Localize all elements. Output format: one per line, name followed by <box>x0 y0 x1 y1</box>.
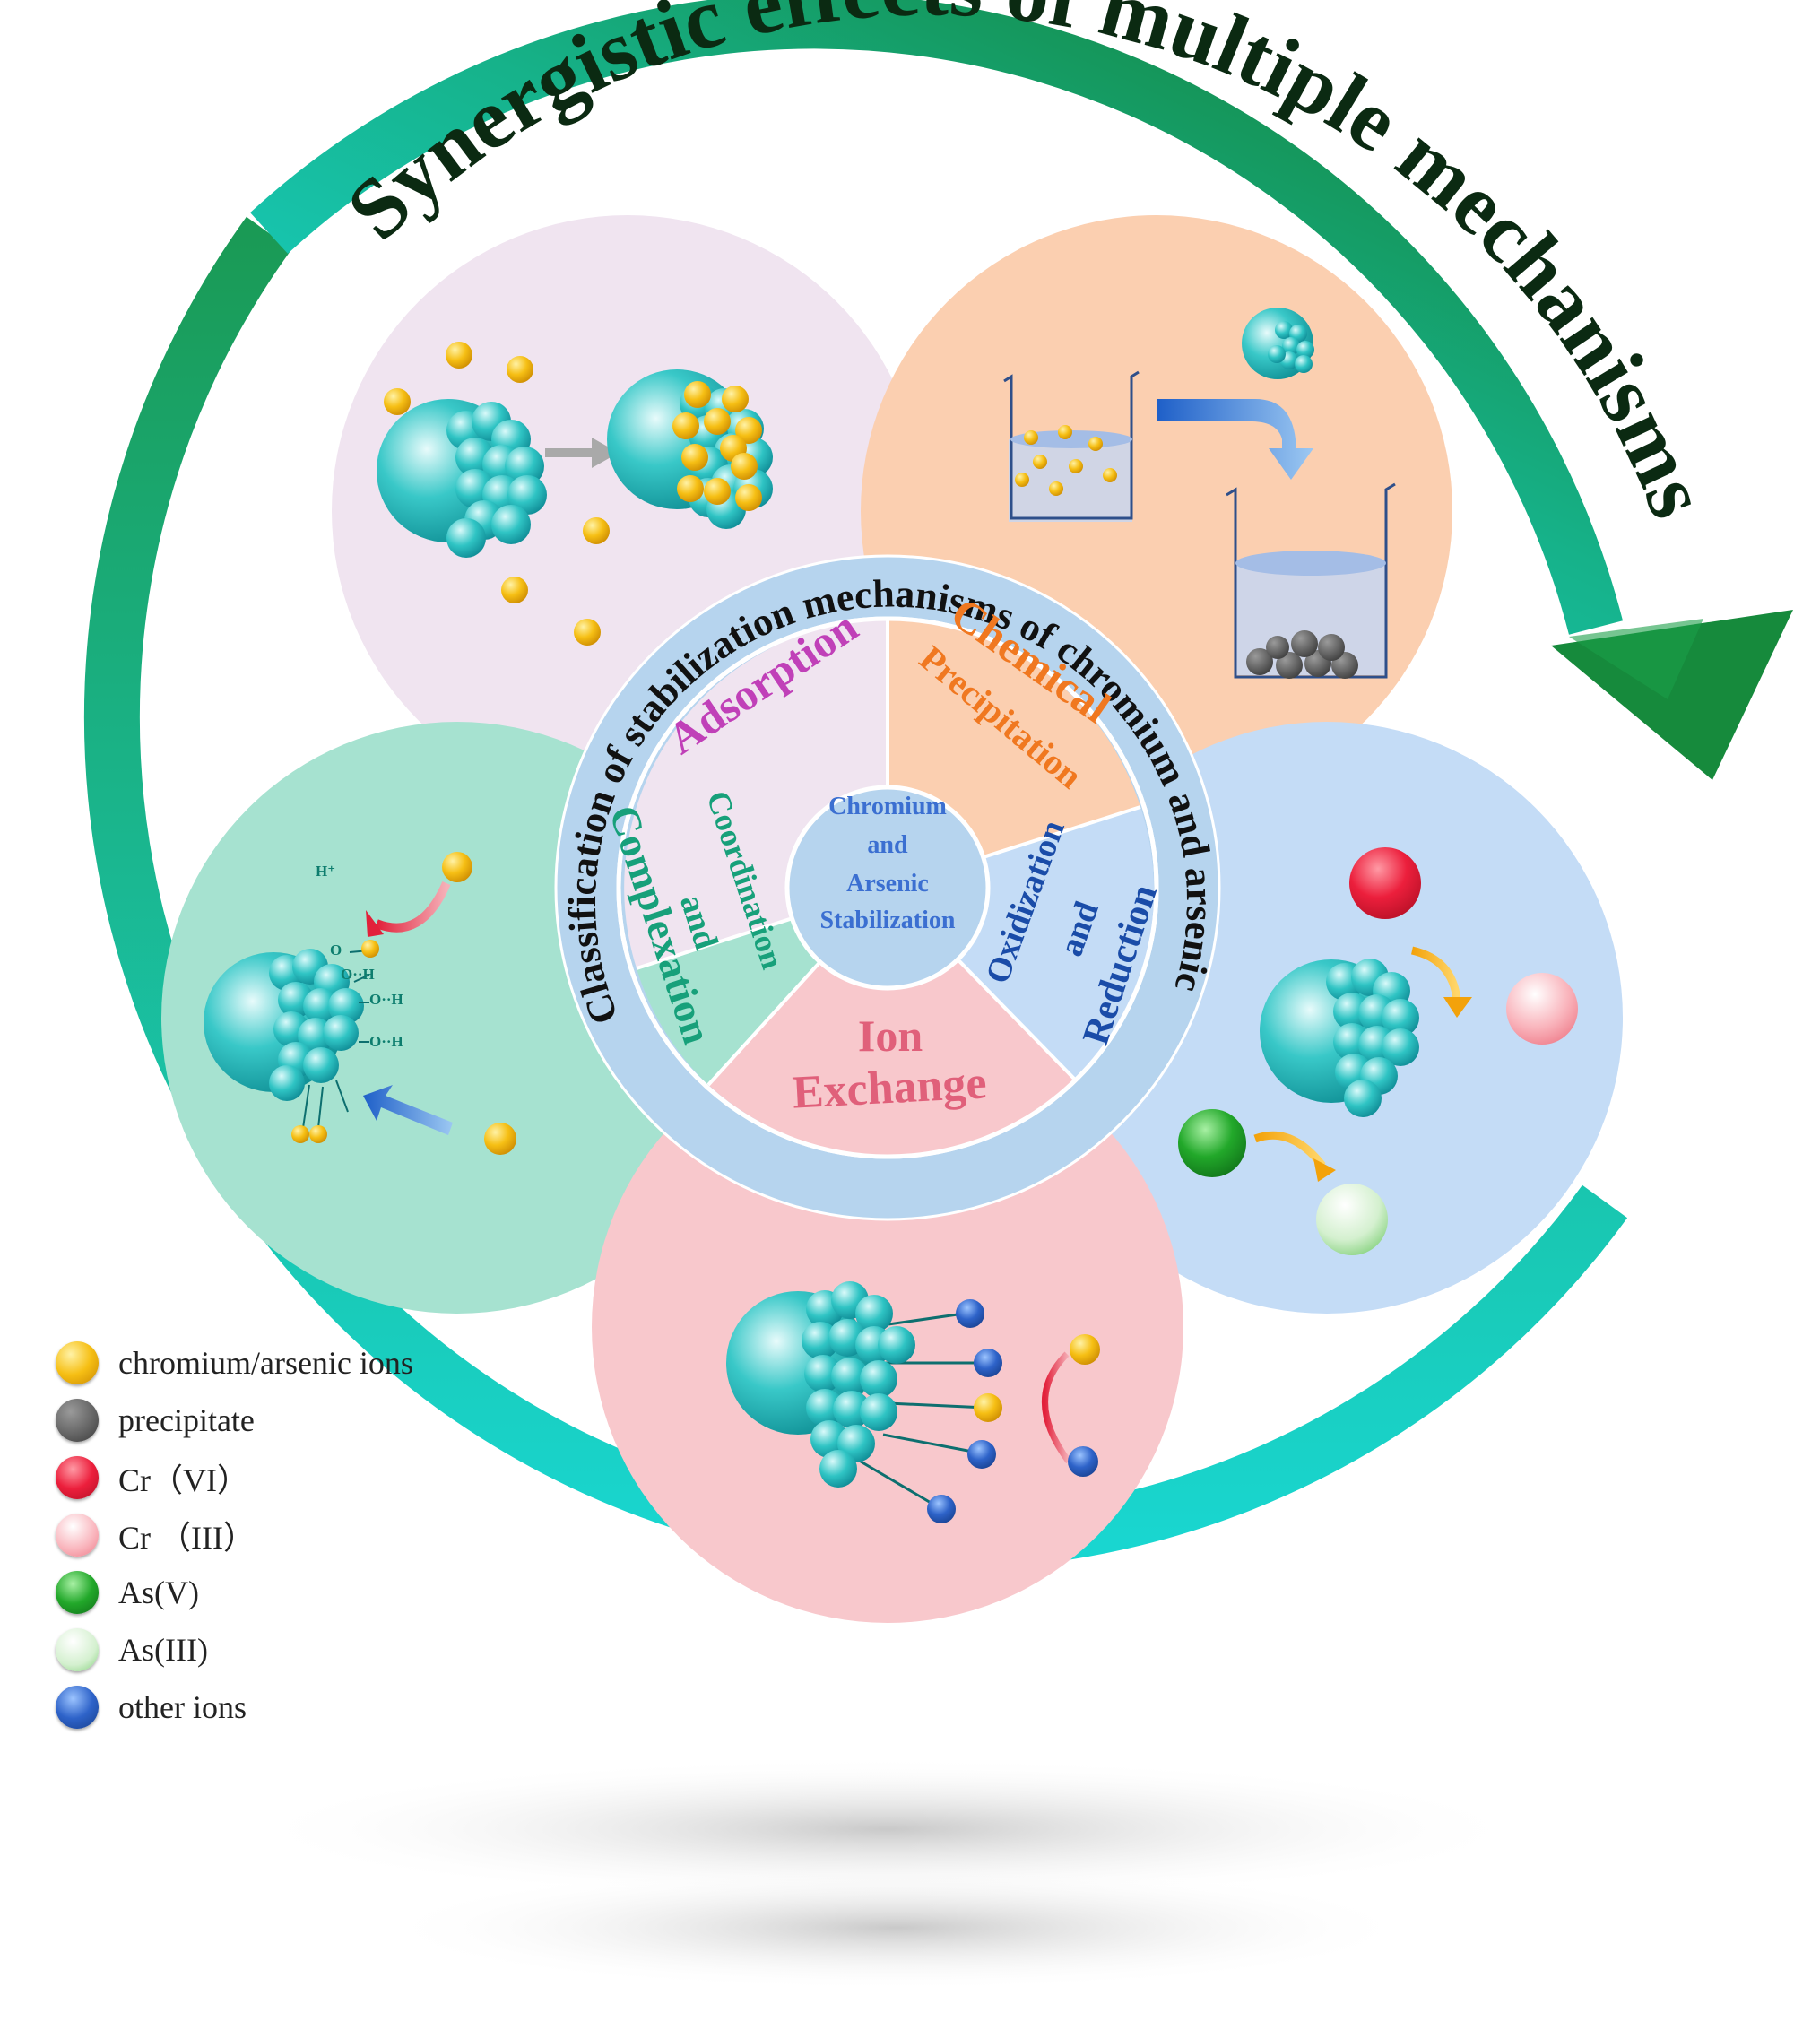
legend-item: Cr （III） <box>56 1506 413 1564</box>
blue-bent-arrow <box>1157 399 1313 480</box>
oxygen-label: O <box>330 941 342 959</box>
gold-ion-dot <box>56 1341 99 1384</box>
legend-label: Cr（VI） <box>118 1462 249 1498</box>
legend-item: chromium/arsenic ions <box>56 1334 413 1392</box>
adsorption-illustration <box>377 342 773 646</box>
grey-arrow <box>545 438 619 468</box>
as-v-dot <box>56 1571 99 1614</box>
central-ring <box>554 554 1221 1221</box>
legend-item: As(III) <box>56 1621 413 1679</box>
legend-label: chromium/arsenic ions <box>118 1345 413 1381</box>
redox-illustration <box>1178 847 1578 1255</box>
free-ions <box>384 342 610 646</box>
center-line-2: and <box>867 831 908 859</box>
legend-item: other ions <box>56 1679 413 1736</box>
particle-cluster <box>446 402 547 558</box>
oh-label-1: O··H <box>341 966 375 983</box>
orange-arc-top <box>1410 946 1461 1001</box>
oh-label-3: O··H <box>369 1033 403 1050</box>
precipitate-dot <box>56 1399 99 1442</box>
legend-item: precipitate <box>56 1392 413 1449</box>
as-iii-dot <box>56 1628 99 1671</box>
orange-arc-bottom <box>1253 1131 1326 1168</box>
label-ion: Ion <box>858 1011 923 1061</box>
beaker-left <box>1003 370 1140 522</box>
center-line-1: Chromium <box>828 793 947 820</box>
label-exchange: Exchange <box>791 1057 987 1118</box>
legend-label: As(III) <box>118 1632 208 1668</box>
beaker-right <box>1226 482 1396 679</box>
legend-label: other ions <box>118 1689 247 1725</box>
center-hub <box>784 785 991 991</box>
legend-label: precipitate <box>118 1402 255 1438</box>
legend-label: Cr （III） <box>118 1520 256 1556</box>
cr-iii-dot <box>56 1514 99 1557</box>
cycle-arrow <box>83 0 1793 1571</box>
precipitation-illustration <box>1003 308 1396 679</box>
ion-exchange-illustration <box>726 1281 1100 1523</box>
legend-label: As(V) <box>118 1575 199 1610</box>
legend-item: Cr（VI） <box>56 1449 413 1506</box>
proton-label: H⁺ <box>316 863 335 880</box>
complexation-illustration: H⁺ O O··H O··H O··H <box>204 852 516 1155</box>
other-ion-dot <box>56 1686 99 1729</box>
cr-vi-dot <box>56 1456 99 1499</box>
red-curved-arrow <box>375 881 451 933</box>
adsorbed-ions <box>672 381 762 511</box>
red-exchange-arc <box>1042 1351 1071 1464</box>
oh-label-2: O··H <box>369 991 403 1008</box>
legend-item: As(V) <box>56 1564 413 1621</box>
center-line-4: Stabilization <box>820 907 956 934</box>
floor-shadow <box>242 1757 1533 1991</box>
blue-arrow <box>363 1085 453 1135</box>
center-line-3: Arsenic <box>846 870 929 898</box>
